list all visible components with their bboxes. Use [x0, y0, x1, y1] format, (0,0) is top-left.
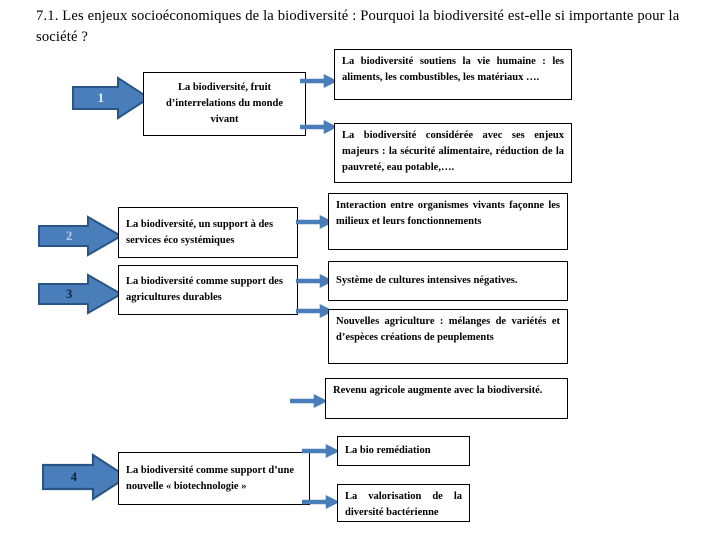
connector-arrow-1a	[300, 73, 338, 89]
section-1-theme-text: La biodiversité, fruit d’interrelations …	[165, 82, 284, 125]
section-3-outcome-1-box[interactable]: Système de cultures intensives négatives…	[328, 261, 568, 301]
section-2-outcome-1-text: Interaction entre organismes vivants faç…	[336, 200, 560, 227]
section-3-theme-text: La biodiversité comme support des agricu…	[126, 276, 283, 303]
section-2-outcome-1-box[interactable]: Interaction entre organismes vivants faç…	[328, 193, 568, 250]
section-3-outcome-3-text: Revenu agricole augmente avec la biodive…	[333, 385, 543, 396]
section-1-outcome-2-box[interactable]: La biodiversité considérée avec ses enje…	[334, 123, 572, 183]
section-4-outcome-1-box[interactable]: La bio remédiation	[337, 436, 470, 466]
section-1-outcome-1-box[interactable]: La biodiversité soutiens la vie humaine …	[334, 49, 572, 100]
big-arrow-1-number: 1	[97, 91, 104, 105]
section-3-outcome-2-text: Nouvelles agriculture : mélanges de vari…	[336, 316, 560, 343]
section-1-outcome-1-text: La biodiversité soutiens la vie humaine …	[342, 56, 564, 83]
section-3-outcome-2-box[interactable]: Nouvelles agriculture : mélanges de vari…	[328, 309, 568, 364]
section-4-theme-box[interactable]: La biodiversité comme support d’une nouv…	[118, 452, 310, 505]
big-arrow-1[interactable]: 1	[72, 76, 150, 120]
section-2-theme-box[interactable]: La biodiversité, un support à des servic…	[118, 207, 298, 258]
section-4-theme-text: La biodiversité comme support d’une nouv…	[126, 464, 294, 492]
connector-arrow-4a	[302, 443, 340, 459]
connector-arrow-2a	[296, 214, 334, 230]
section-1-theme-box[interactable]: La biodiversité, fruit d’interrelations …	[143, 72, 306, 136]
big-arrow-3[interactable]: 3	[38, 272, 122, 316]
section-3-outcome-3-box[interactable]: Revenu agricole augmente avec la biodive…	[325, 378, 568, 419]
page-title: 7.1. Les enjeux socioéconomiques de la b…	[36, 8, 680, 45]
big-arrow-3-number: 3	[65, 287, 73, 301]
connector-arrow-1b	[300, 119, 338, 135]
connector-arrow-4b	[302, 494, 340, 510]
section-3-outcome-1-text: Système de cultures intensives négatives…	[336, 275, 518, 287]
big-arrow-4[interactable]: 4	[42, 452, 128, 502]
section-1-outcome-2-text: La biodiversité considérée avec ses enje…	[342, 130, 564, 173]
section-4-outcome-2-text: La valorisation de la diversité bactérie…	[345, 491, 462, 518]
big-arrow-4-number: 4	[70, 470, 77, 484]
connector-arrow-3b	[296, 303, 334, 319]
connector-arrow-3a	[296, 273, 334, 289]
section-2-theme-text: La biodiversité, un support à des servic…	[126, 218, 274, 246]
section-4-outcome-2-box[interactable]: La valorisation de la diversité bactérie…	[337, 484, 470, 522]
section-3-theme-box[interactable]: La biodiversité comme support des agricu…	[118, 265, 298, 315]
section-4-outcome-1-text: La bio remédiation	[345, 445, 431, 457]
big-arrow-2-number: 2	[65, 229, 73, 243]
big-arrow-2[interactable]: 2	[38, 214, 122, 258]
connector-arrow-3c	[290, 393, 328, 409]
